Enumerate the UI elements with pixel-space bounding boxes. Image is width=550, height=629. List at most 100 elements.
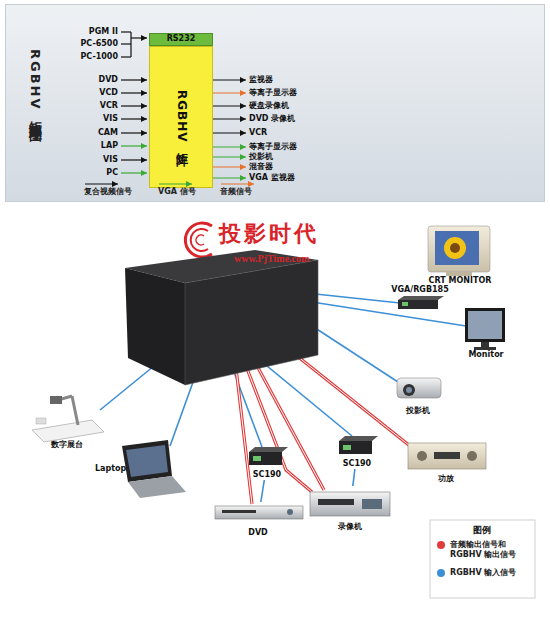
connector-port (185, 283, 186, 284)
connector-port (185, 283, 186, 284)
connector-port (185, 283, 186, 284)
connector-port (186, 283, 187, 284)
node-label: CRT MONITOR (429, 277, 492, 286)
connector-port (185, 283, 186, 284)
crt-monitor (428, 226, 490, 276)
signal-name: CAM (98, 129, 118, 137)
legend-swatch (437, 569, 445, 577)
device: CRT MONITOR (418, 222, 502, 286)
connector-port (185, 283, 186, 284)
connector-port (185, 283, 186, 284)
connector-port (185, 283, 186, 284)
video-recorder (310, 492, 390, 516)
node-label: DVD (248, 529, 267, 538)
signal-converter (339, 436, 378, 454)
connector-port (186, 283, 187, 284)
laptop (122, 440, 186, 498)
device: VGA/RGB185 (388, 286, 452, 314)
node-label: Laptop (95, 465, 126, 474)
signal-name: VGA 监视器 (249, 174, 295, 182)
connector-port (185, 282, 186, 283)
signal-name: DVD (99, 76, 118, 84)
legend-box (430, 520, 535, 598)
device: Monitor (455, 305, 517, 360)
connector-port (185, 283, 186, 284)
signal-name: 硬盘录像机 (249, 102, 289, 110)
connector-port (184, 283, 185, 284)
connector-port (185, 283, 186, 284)
connector-port (185, 282, 186, 283)
connector-port (185, 283, 186, 284)
node-label: VGA/RGB185 (391, 286, 448, 295)
node-label: 功放 (438, 475, 454, 484)
legend-item: VGA 信号 (158, 181, 196, 197)
connector-port (185, 283, 186, 284)
device: SC190 (244, 446, 290, 480)
connector-port (184, 283, 185, 284)
legend-line-sample (221, 183, 254, 184)
connector-port (185, 282, 186, 283)
node-label: 投影机 (406, 407, 430, 416)
connector-port (184, 283, 185, 284)
distribution-amp (398, 296, 444, 309)
signal-name: 监视器 (249, 76, 273, 84)
diagram-title: RGBHV矩阵原理图 (28, 49, 42, 121)
legend-text: RGBHV 输入信号 (450, 568, 534, 578)
signal-name: VCD (99, 89, 118, 97)
cable (261, 480, 264, 502)
connector-port (185, 283, 186, 284)
node-label: RS232 (167, 35, 196, 44)
signal-name: PC (106, 169, 118, 177)
lcd-monitor (465, 308, 505, 350)
matrix-chassis (125, 250, 318, 385)
node-label: 数字展台 (51, 441, 83, 450)
signal-converter (249, 447, 288, 465)
connector-port (184, 283, 185, 284)
node-label: SC190 (343, 460, 371, 469)
connector-port (185, 283, 186, 284)
connector-port (185, 283, 186, 284)
watermark-url: www.PjTime.com (234, 254, 309, 264)
blue-cables (100, 293, 466, 447)
signal-name: VIS (103, 156, 118, 164)
signal-name: VCR (100, 102, 118, 110)
connector-port (185, 283, 186, 284)
connector-port (185, 283, 186, 284)
watermark: 投影时代 (219, 223, 319, 245)
connector-port (185, 283, 186, 284)
legend-item: RGBHV 输入信号 (436, 568, 534, 578)
legend-text: 音频信号 (220, 187, 252, 197)
signal-name: PC-1000 (80, 53, 118, 61)
signal-name: 等离子显示器 (249, 143, 297, 151)
connector-port (185, 283, 186, 284)
node-label: SC190 (253, 471, 281, 480)
device: 录像机 (306, 486, 394, 532)
legend-text: 复合视频信号 (84, 187, 132, 197)
document-camera (32, 396, 104, 442)
device: SC190 (334, 435, 380, 469)
signal-name: 投影机 (249, 153, 273, 161)
connector-port (185, 283, 186, 284)
connector-port (186, 282, 187, 283)
red-cables (236, 344, 410, 504)
connector-port (184, 283, 185, 284)
matrix-box: RGBHV矩阵 (149, 46, 213, 188)
signal-name: VIS (103, 115, 118, 123)
connector-port (185, 283, 186, 284)
signal-name: VCR (249, 129, 267, 137)
signal-name: PGM II (89, 28, 118, 36)
connector-port (185, 282, 186, 283)
cable (353, 469, 355, 486)
legend-line-sample (159, 183, 192, 184)
connector-port (186, 282, 187, 283)
signal-name: PC-6500 (80, 40, 118, 48)
device: Laptop (95, 438, 187, 500)
connector-port (185, 283, 186, 284)
connector-port (185, 283, 186, 284)
device: 功放 (402, 438, 490, 484)
logo-mark (185, 223, 212, 257)
connector-port (185, 283, 186, 284)
connector-port (185, 283, 186, 284)
legend-text: 音频输出信号和 RGBHV 输出信号 (450, 540, 534, 560)
amplifier (408, 443, 486, 469)
